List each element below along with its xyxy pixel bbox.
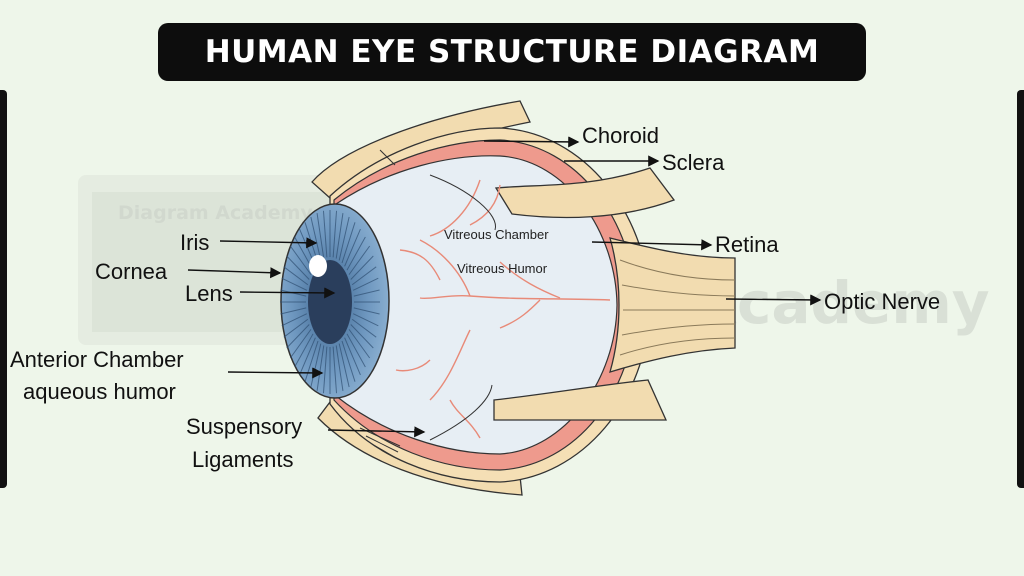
iris-streak: [335, 345, 344, 391]
iris-streak: [341, 222, 356, 264]
iris-streak: [289, 329, 312, 359]
iris-streak: [286, 255, 310, 280]
iris-streak: [280, 307, 307, 315]
upper-right-muscle: [494, 167, 676, 219]
label-anterior-chamber: Anterior Chamber: [10, 347, 184, 372]
iris-streak: [353, 307, 380, 315]
label-cornea: Cornea: [95, 259, 168, 284]
iris-streak: [316, 213, 325, 259]
iris-streak: [346, 333, 366, 368]
iris-streak: [310, 343, 322, 388]
iris-streak: [335, 213, 344, 259]
left-edge-bar: [0, 90, 7, 488]
iris-streak: [283, 318, 309, 338]
iris-streak: [348, 245, 371, 275]
iris-streak: [352, 313, 379, 327]
label-vitreous-humor: Vitreous Humor: [457, 261, 548, 276]
optic-nerve-shape: [609, 237, 736, 373]
iris-streak: [283, 266, 309, 286]
iris-streak: [338, 343, 350, 388]
label-choroid: Choroid: [582, 123, 659, 148]
retina-line-lower: [429, 384, 493, 441]
retina-line: [429, 174, 496, 231]
label-ligaments: Ligaments: [192, 447, 294, 472]
iris-streak: [289, 245, 312, 275]
label-arrows: [187, 136, 822, 438]
optic-nerve-fibers: [619, 259, 736, 356]
iris-streak: [286, 324, 310, 349]
label-iris: Iris: [180, 230, 209, 255]
iris-streaks: [280, 210, 380, 394]
iris-streak: [351, 318, 377, 338]
label-aqueous-humor: aqueous humor: [23, 379, 176, 404]
iris-streak: [350, 324, 374, 349]
iris-streak: [344, 228, 361, 267]
blood-vessels: [395, 179, 611, 439]
iris-streak: [322, 210, 328, 258]
iris-streak: [351, 266, 377, 286]
iris-streak: [348, 329, 371, 359]
title-bar: HUMAN EYE STRUCTURE DIAGRAM: [158, 23, 866, 81]
page-title: HUMAN EYE STRUCTURE DIAGRAM: [204, 34, 820, 70]
iris-streak: [281, 313, 308, 327]
label-lens: Lens: [185, 281, 233, 306]
iris-streak: [332, 346, 338, 394]
iris-streak: [346, 236, 366, 271]
iris-streak: [304, 340, 319, 382]
iris-streak: [353, 289, 380, 297]
iris-streak: [344, 337, 361, 376]
iris-streak: [332, 210, 338, 258]
watermark-small: Diagram Academy: [118, 202, 313, 224]
label-suspensory: Suspensory: [186, 414, 302, 439]
iris-streak: [299, 337, 316, 376]
iris-streak: [322, 346, 328, 394]
right-edge-bar: [1017, 90, 1024, 488]
iris-streak: [341, 340, 356, 382]
lower-right-muscle: [493, 379, 668, 421]
eye-highlight: [309, 255, 327, 277]
label-optic-nerve: Optic Nerve: [824, 289, 940, 314]
pupil-shape: [308, 260, 352, 344]
iris-streak: [281, 277, 308, 291]
iris-streak: [294, 333, 314, 368]
iris-streak: [350, 255, 374, 280]
iris-streak: [352, 277, 379, 291]
label-sclera: Sclera: [662, 150, 725, 175]
label-vitreous-chamber: Vitreous Chamber: [444, 227, 549, 242]
vitreous-body: [335, 155, 618, 455]
label-retina: Retina: [715, 232, 779, 257]
iris-streak: [338, 216, 350, 261]
